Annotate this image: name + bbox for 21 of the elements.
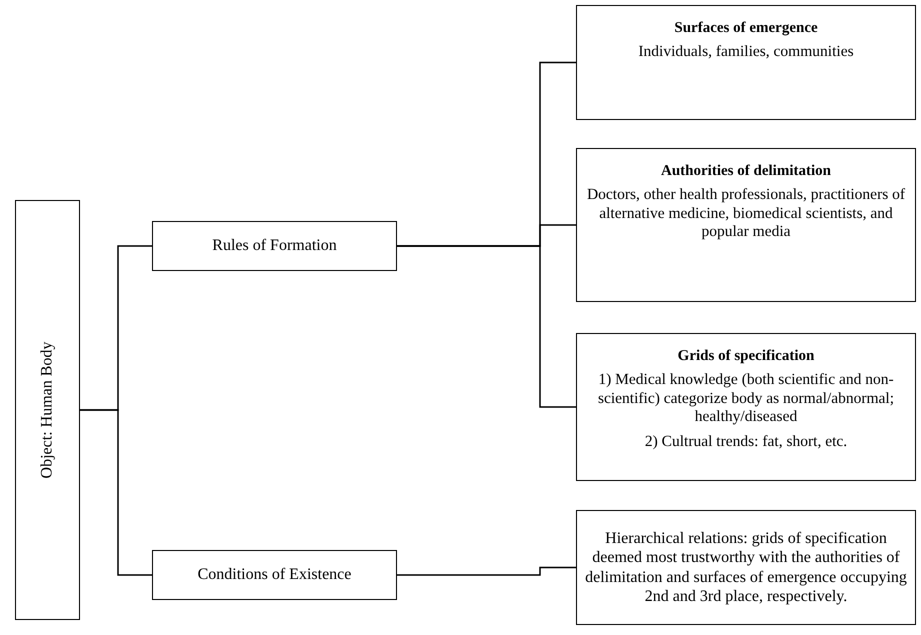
text-box bbox=[576, 333, 916, 481]
box-heading: Grids of specification bbox=[678, 348, 814, 365]
box-text: Rules of Formation bbox=[212, 236, 337, 256]
box-text: 2) Cultrual trends: fat, short, etc. bbox=[644, 432, 848, 452]
connector-line bbox=[397, 245, 576, 408]
box-heading: Surfaces of emergence bbox=[674, 20, 818, 37]
text-box bbox=[15, 200, 80, 620]
box-text: Doctors, other health professionals, practitioners of alternative medicine, biomedical scientists, and popular media bbox=[586, 186, 906, 242]
box-text: Conditions of Existence bbox=[198, 565, 352, 585]
text-box bbox=[576, 510, 916, 625]
connector-line bbox=[80, 409, 152, 576]
box-text: Hierarchical relations: grids of specification deemed most trustworthy with the authorities of delimitation and surfaces of emergence occupying 2nd and 3rd place, respectively. bbox=[584, 529, 908, 606]
box-text: Individuals, families, communities bbox=[638, 43, 854, 62]
text-box bbox=[152, 221, 397, 271]
text-box bbox=[576, 148, 916, 302]
text-box bbox=[152, 550, 397, 600]
box-heading: Authorities of delimitation bbox=[661, 163, 831, 180]
text-box bbox=[576, 5, 916, 120]
box-text: 1) Medical knowledge (both scientific and non-scientific) categorize body as normal/abnormal; healthy/diseased bbox=[596, 371, 896, 427]
connector-line bbox=[397, 566, 576, 576]
box-text: Object: Human Body bbox=[38, 342, 56, 478]
